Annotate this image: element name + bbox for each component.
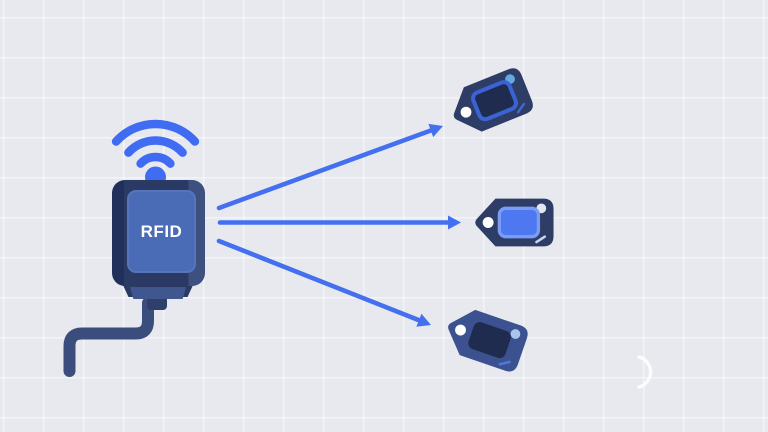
rfid-tag-top (453, 68, 533, 132)
rfid-tag-middle (475, 198, 554, 247)
power-cable-icon (63, 297, 154, 377)
tag-hole (460, 106, 472, 118)
tag-screen (468, 322, 511, 359)
reader-body: RFID (112, 180, 205, 286)
crescent-decoration-icon (637, 355, 653, 389)
reader-label: RFID (140, 221, 183, 241)
tag-screen (497, 206, 541, 239)
arrow-shaft (216, 238, 422, 323)
arrow-head-icon (448, 215, 461, 230)
wifi-signal-icon (111, 119, 200, 188)
rfid-tag-bottom (448, 309, 528, 372)
tag-corner-dot (510, 329, 521, 339)
tag-screen (470, 80, 519, 122)
reader-connector-band (130, 287, 186, 299)
reader-panel: RFID (127, 190, 196, 273)
wifi-arc-middle (124, 136, 187, 157)
wifi-arc-outer (111, 119, 200, 146)
tag-hole (455, 324, 467, 336)
tag-dash (498, 360, 511, 366)
cable-stem (147, 296, 167, 310)
arrow-head-icon (428, 123, 443, 138)
wifi-arc-inner (136, 152, 175, 168)
signal-arrow-middle (217, 215, 461, 230)
signal-arrow-top (216, 123, 443, 211)
tag-hole (482, 217, 494, 228)
arrow-shaft (216, 128, 434, 211)
tag-dash (516, 102, 526, 114)
tag-dash (535, 235, 547, 244)
signal-arrow-bottom (216, 238, 431, 327)
arrow-head-icon (416, 313, 431, 327)
